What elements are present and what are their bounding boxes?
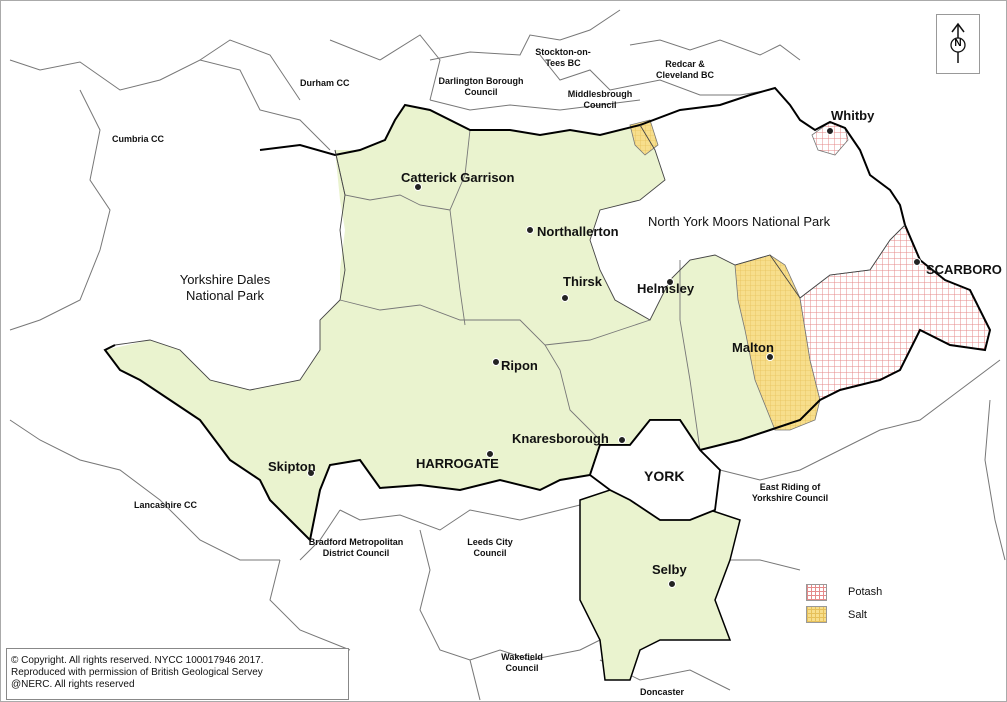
york-boundary xyxy=(588,419,721,521)
label-stockton: Stockton-on-Tees BC xyxy=(535,47,591,68)
copyright-line-2: Reproduced with permission of British Ge… xyxy=(11,667,263,678)
label-thirsk: Thirsk xyxy=(563,274,603,289)
marker-malton xyxy=(766,353,774,361)
north-letter: N xyxy=(954,38,962,49)
label-middlesbrough: Middlesbrough Council xyxy=(567,89,633,110)
marker-harrogate xyxy=(486,450,494,458)
legend: Potash Salt xyxy=(806,582,926,628)
town-markers xyxy=(307,127,921,588)
label-whitby: Whitby xyxy=(831,108,875,123)
dales-boundary xyxy=(114,149,346,391)
label-catterick: Catterick Garrison xyxy=(401,170,515,185)
legend-swatch-potash xyxy=(806,584,827,601)
label-wakefield: Wakefield Council xyxy=(501,652,543,673)
label-scarborough: SCARBORO xyxy=(926,262,1002,277)
marker-whitby xyxy=(826,127,834,135)
label-bradford: Bradford Metropolitan District Council xyxy=(308,537,404,558)
marker-ripon xyxy=(492,358,500,366)
label-skipton: Skipton xyxy=(268,459,316,474)
label-malton: Malton xyxy=(732,340,774,355)
marker-thirsk xyxy=(561,294,569,302)
salt-area-north xyxy=(629,119,659,156)
label-north-york-moors: North York Moors National Park xyxy=(648,214,831,229)
label-east-riding: East Riding of Yorkshire Council xyxy=(751,482,829,503)
north-arrow-icon xyxy=(950,22,966,63)
marker-northallerton xyxy=(526,226,534,234)
legend-label-potash: Potash xyxy=(848,586,883,598)
marker-helmsley xyxy=(666,278,674,286)
legend-label-salt: Salt xyxy=(848,609,867,621)
label-ripon: Ripon xyxy=(501,358,538,373)
neighbour-boundaries xyxy=(9,9,1006,701)
label-selby: Selby xyxy=(652,562,687,577)
county-area xyxy=(105,105,820,540)
label-cumbria: Cumbria CC xyxy=(112,134,165,144)
marker-selby xyxy=(668,580,676,588)
label-leeds: Leeds City Council xyxy=(467,537,513,558)
salt-area xyxy=(734,254,821,431)
marker-knaresborough xyxy=(618,436,626,444)
legend-swatch-salt xyxy=(806,606,827,623)
label-durham: Durham CC xyxy=(300,78,350,88)
marker-scarborough xyxy=(913,258,921,266)
label-lancashire: Lancashire CC xyxy=(134,500,198,510)
label-northallerton: Northallerton xyxy=(537,224,619,239)
label-york: YORK xyxy=(644,468,685,484)
label-helmsley: Helmsley xyxy=(637,281,695,296)
copyright-line-1: © Copyright. All rights reserved. NYCC 1… xyxy=(11,655,264,666)
marker-skipton xyxy=(307,469,315,477)
copyright-box: © Copyright. All rights reserved. NYCC 1… xyxy=(6,648,349,700)
label-darlington: Darlington Borough Council xyxy=(438,76,524,97)
label-harrogate: HARROGATE xyxy=(416,456,499,471)
north-arrow-box: N xyxy=(936,14,980,74)
label-redcar: Redcar & Cleveland BC xyxy=(655,59,715,80)
marker-catterick xyxy=(414,183,422,191)
label-knaresborough: Knaresborough xyxy=(512,431,609,446)
label-doncaster: Doncaster xyxy=(640,687,685,697)
district-boundaries xyxy=(334,129,701,451)
copyright-line-3: @NERC. All rights reserved xyxy=(11,679,135,690)
county-boundary xyxy=(103,86,992,543)
label-yorkshire-dales: Yorkshire Dales National Park xyxy=(179,272,271,303)
